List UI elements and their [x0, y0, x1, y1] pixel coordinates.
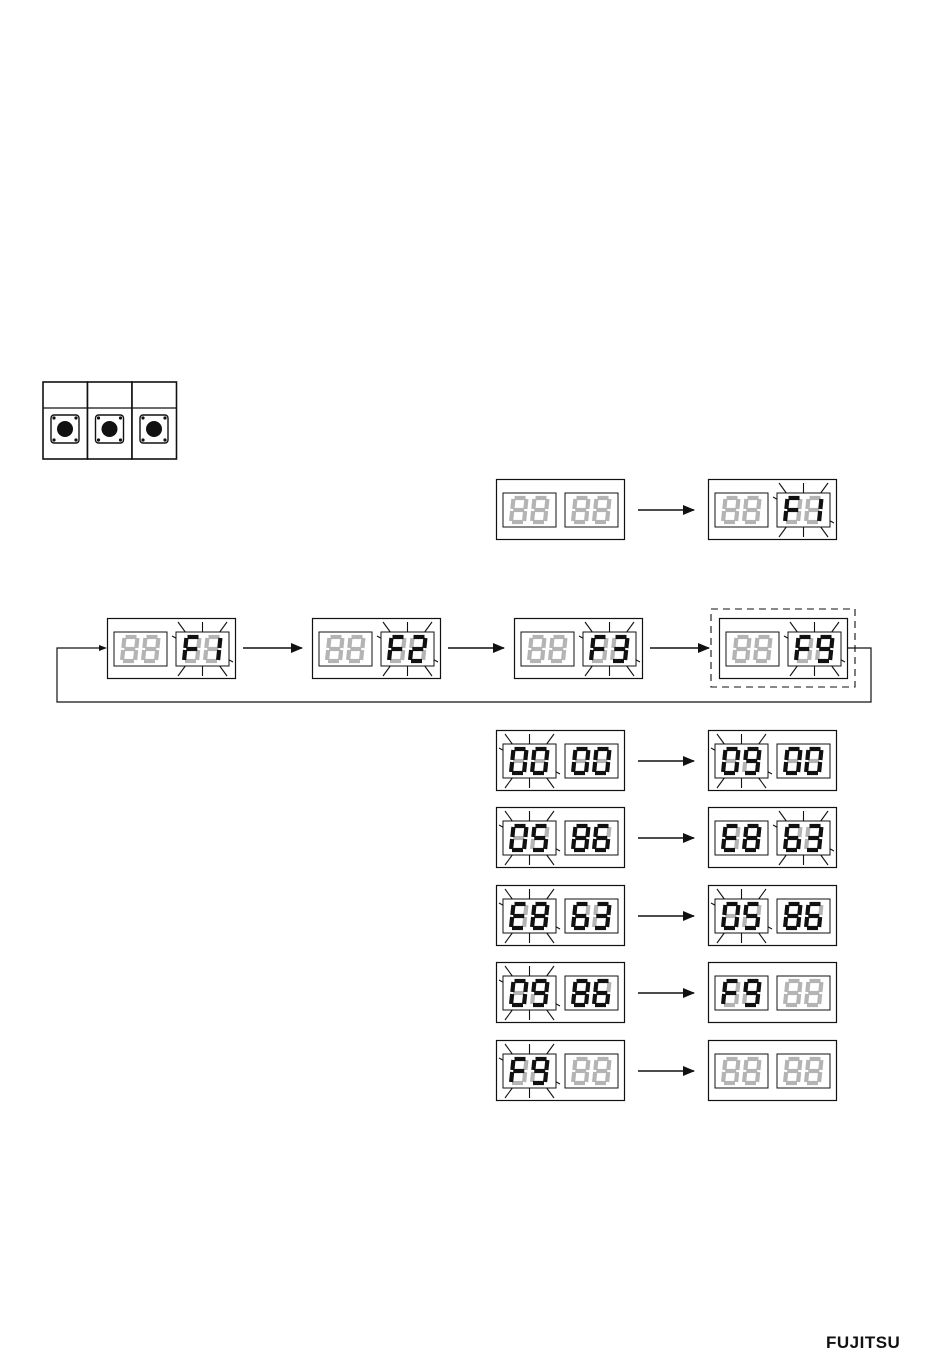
step-power-on: [497, 480, 837, 540]
digit-window: [381, 632, 434, 666]
display-from: [497, 808, 625, 868]
digit-pair-left: [726, 632, 779, 666]
digit-pair-left: [114, 632, 167, 666]
button-pin: [74, 438, 77, 441]
digit-window: [726, 632, 779, 666]
transition-row-4: [497, 963, 837, 1023]
digit-pair-right: [777, 976, 830, 1010]
display-to: [709, 963, 837, 1023]
digit-pair-left: [521, 632, 574, 666]
display-from: [497, 963, 625, 1023]
digit-window: [788, 632, 841, 666]
digit-window: [565, 899, 618, 933]
digit-window: [715, 1054, 768, 1088]
display-to: [709, 886, 837, 946]
button-pin: [119, 416, 122, 419]
loop-back-arrowhead: [99, 645, 107, 651]
digit-window: [565, 493, 618, 527]
digit-window: [176, 632, 229, 666]
digit-pair-right: [565, 1054, 618, 1088]
digit-window: [565, 1054, 618, 1088]
digit-pair-right: [565, 899, 618, 933]
cycle-display-F2: [313, 619, 441, 679]
digit-pair-right: [777, 1054, 830, 1088]
digit-window: [715, 493, 768, 527]
button-pin: [52, 438, 55, 441]
digit-window: [503, 976, 556, 1010]
digit-pair-right: [777, 744, 830, 778]
digit-window: [503, 821, 556, 855]
digit-window: [503, 1054, 556, 1088]
push-button-1: [43, 382, 88, 459]
push-button-3: [132, 382, 177, 459]
digit-pair-right: [565, 493, 618, 527]
transition-row-3: [497, 886, 837, 946]
digit-pair-right: [777, 899, 830, 933]
button-pin: [97, 438, 100, 441]
digit-window: [777, 744, 830, 778]
digit-pair-left: [319, 632, 372, 666]
display-to: [709, 1041, 837, 1101]
function-cycle: [57, 609, 871, 702]
digit-window: [715, 899, 768, 933]
button-panel: [43, 382, 177, 459]
button-pin: [163, 438, 166, 441]
digit-window: [565, 744, 618, 778]
digit-window: [319, 632, 372, 666]
fujitsu-logo: FUJITSU: [826, 1333, 900, 1353]
button-cap: [102, 421, 118, 437]
digit-window: [114, 632, 167, 666]
digit-window: [583, 632, 636, 666]
digit-window: [715, 744, 768, 778]
button-pin: [74, 416, 77, 419]
digit-pair-right: [565, 744, 618, 778]
digit-window: [503, 744, 556, 778]
digit-window: [777, 821, 830, 855]
button-pin: [141, 416, 144, 419]
digit-pair-left: [503, 493, 556, 527]
button-pin: [97, 416, 100, 419]
transition-row-1: [497, 731, 837, 791]
transition-row-2: [497, 808, 837, 868]
digit-window: [503, 493, 556, 527]
display-from: [497, 731, 625, 791]
transition-rows: [497, 731, 837, 1101]
digit-window: [521, 632, 574, 666]
button-pin: [52, 416, 55, 419]
button-pin: [119, 438, 122, 441]
display-from: [497, 886, 625, 946]
digit-pair-left: [715, 493, 768, 527]
digit-window: [565, 976, 618, 1010]
cycle-display-F1: [108, 619, 236, 679]
display-initial: [497, 480, 625, 540]
digit-window: [777, 976, 830, 1010]
digit-window: [715, 976, 768, 1010]
display-to: [709, 731, 837, 791]
digit-window: [777, 493, 830, 527]
button-pin: [141, 438, 144, 441]
transition-row-5: [497, 1041, 837, 1101]
display-f1: [709, 480, 837, 540]
digit-window: [777, 1054, 830, 1088]
digit-pair-left: [715, 1054, 768, 1088]
display-from: [497, 1041, 625, 1101]
digit-pair-left: [715, 821, 768, 855]
digit-window: [715, 821, 768, 855]
digit-pair-right: [565, 821, 618, 855]
digit-pair-left: [715, 976, 768, 1010]
button-cap: [57, 421, 73, 437]
cycle-display-F9: [720, 619, 848, 679]
cycle-display-F3: [515, 619, 643, 679]
button-cap: [146, 421, 162, 437]
digit-window: [777, 899, 830, 933]
display-to: [709, 808, 837, 868]
digit-window: [565, 821, 618, 855]
digit-window: [503, 899, 556, 933]
push-button-2: [88, 382, 133, 459]
digit-pair-right: [565, 976, 618, 1010]
button-pin: [163, 416, 166, 419]
